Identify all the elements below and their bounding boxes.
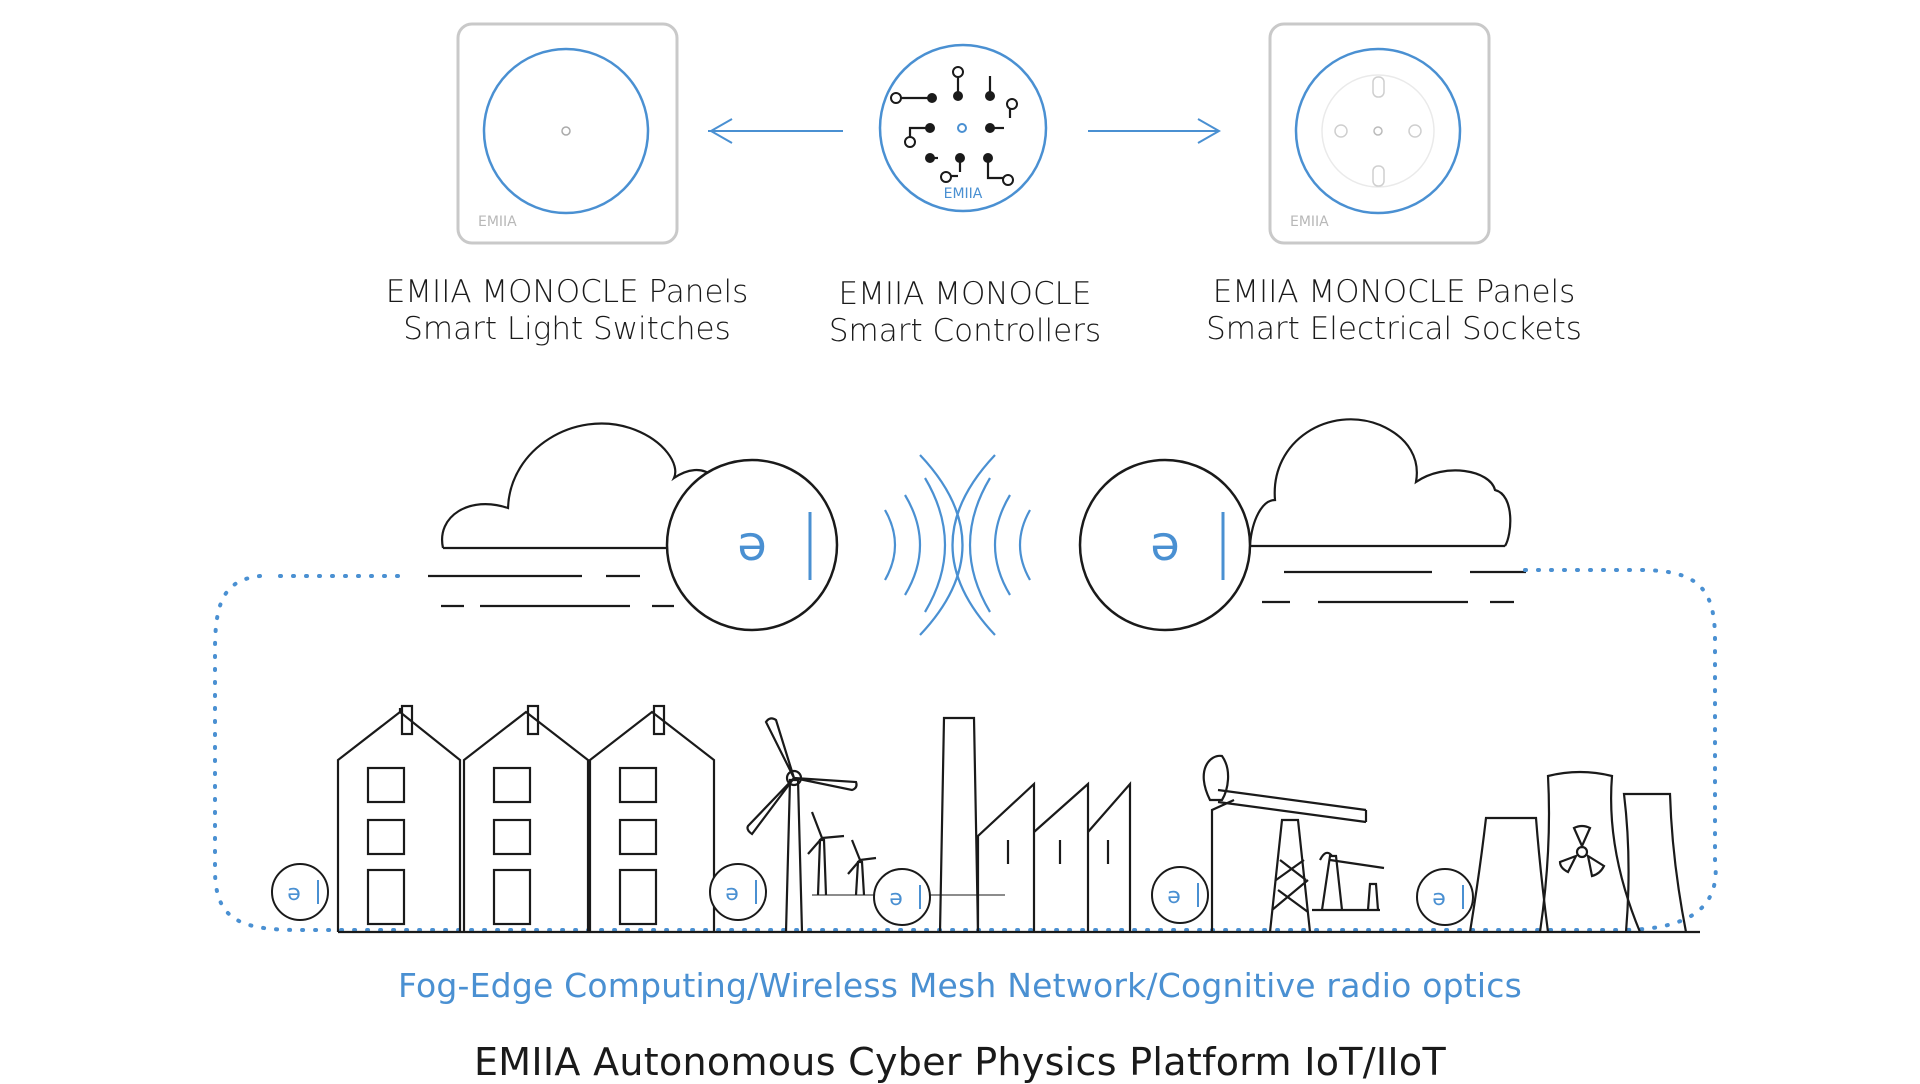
mesh-node-glyph-3: ə (889, 886, 903, 911)
arrow-right-icon (1088, 118, 1222, 144)
cloud-icon-right (1248, 418, 1526, 604)
network-caption: Fog-Edge Computing/Wireless Mesh Network… (397, 966, 1522, 1005)
socket-panel-label: EMIIA MONOCLE Panels Smart Electrical So… (1154, 274, 1634, 348)
factory-icon (938, 716, 1132, 933)
controller-brand-label: EMIIA (944, 186, 983, 202)
mesh-node-2: ə (709, 863, 767, 921)
house-icon-3 (588, 704, 716, 932)
mesh-node-4: ə (1151, 866, 1209, 924)
right-gateway-node: ə (1078, 458, 1252, 632)
mesh-node-glyph: ə (287, 881, 301, 906)
mesh-node-glyph-4: ə (1167, 884, 1181, 909)
mesh-node-glyph-5: ə (1432, 886, 1446, 911)
controller-device: EMIIA (878, 43, 1048, 213)
circuit-nodes (925, 91, 995, 163)
controller-title: EMIIA MONOCLE (838, 276, 1092, 312)
mesh-node-3: ə (873, 868, 931, 926)
controller-label: EMIIA MONOCLE Smart Controllers (725, 276, 1205, 350)
left-gateway-node: ə (665, 458, 839, 632)
switch-panel-device: EMIIA (456, 22, 679, 245)
radiation-icon (1558, 824, 1606, 878)
socket-panel-device: EMIIA (1268, 22, 1491, 245)
mesh-network-boundary (213, 568, 1718, 932)
switch-brand-label: EMIIA (478, 214, 517, 230)
platform-caption: EMIIA Autonomous Cyber Physics Platform … (474, 1040, 1446, 1084)
socket-panel-title: EMIIA MONOCLE Panels (1212, 274, 1576, 310)
controller-subtitle: Smart Controllers (828, 313, 1102, 349)
gateway-glyph-right: ə (1150, 516, 1180, 572)
nuclear-plant-icon (1468, 770, 1688, 933)
cloud-icon (428, 422, 725, 608)
mesh-node-5: ə (1416, 868, 1474, 926)
switch-panel-label: EMIIA MONOCLE Panels Smart Light Switche… (327, 274, 807, 348)
socket-brand-label: EMIIA (1290, 214, 1329, 230)
mesh-node-glyph-2: ə (725, 881, 739, 906)
house-icon-2 (462, 704, 590, 932)
switch-panel-title: EMIIA MONOCLE Panels (385, 274, 749, 310)
city-skyline (336, 704, 1700, 934)
mesh-node: ə (271, 863, 329, 921)
house-icon (336, 704, 462, 932)
switch-panel-subtitle: Smart Light Switches (403, 311, 731, 347)
arrow-left-icon (708, 118, 843, 144)
socket-panel-subtitle: Smart Electrical Sockets (1206, 311, 1582, 347)
gateway-glyph: ə (737, 516, 767, 572)
oil-pump-icon (1202, 754, 1385, 933)
wireless-signal-icon (884, 454, 1031, 636)
